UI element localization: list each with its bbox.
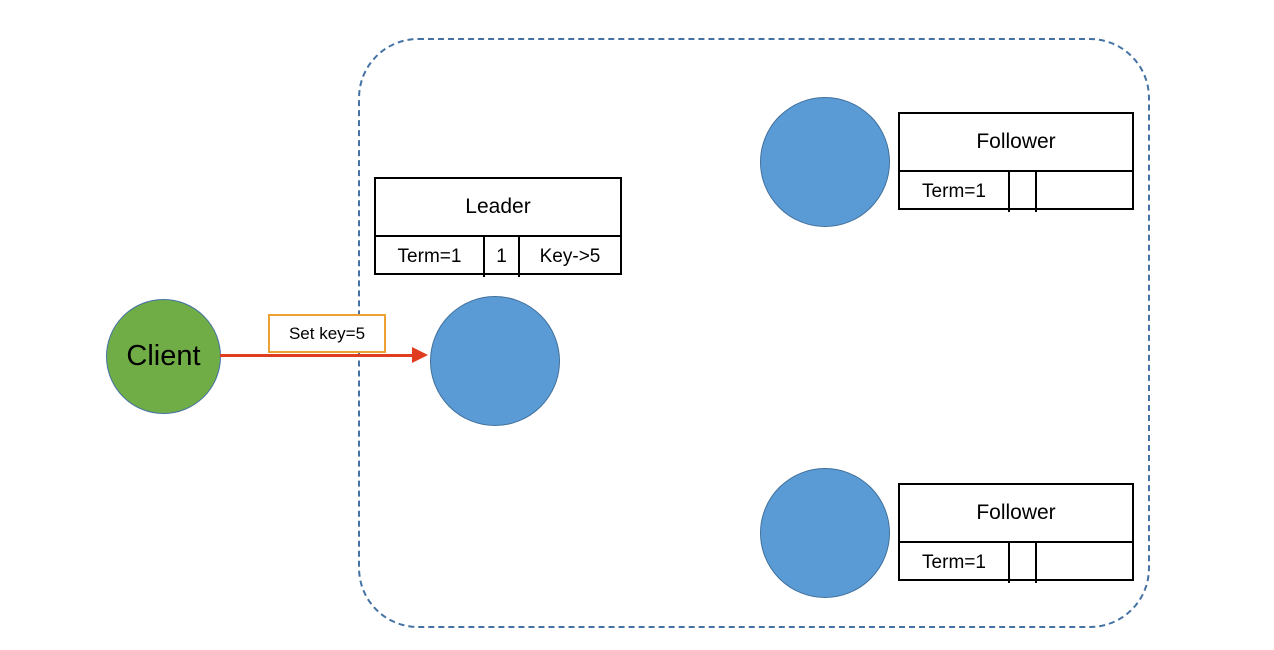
leader-table-title: Leader xyxy=(376,179,620,237)
follower-2-term-cell: Term=1 xyxy=(900,543,1010,583)
follower-1-table-row: Term=1 xyxy=(900,172,1132,212)
leader-term-cell: Term=1 xyxy=(376,237,485,277)
leader-table-row: Term=1 1 Key->5 xyxy=(376,237,620,277)
client-to-leader-arrow-head-icon xyxy=(412,347,428,363)
follower-2-table-row: Term=1 xyxy=(900,543,1132,583)
client-node-label: Client xyxy=(126,340,201,372)
follower-node-1[interactable] xyxy=(760,97,890,227)
follower-2-table-title: Follower xyxy=(900,485,1132,543)
client-to-leader-arrow-line xyxy=(220,354,416,357)
leader-log-index-cell: 1 xyxy=(485,237,520,277)
follower-state-table-2: Follower Term=1 xyxy=(898,483,1134,583)
client-node[interactable]: Client xyxy=(106,299,221,414)
leader-state-table: Leader Term=1 1 Key->5 xyxy=(374,177,622,277)
follower-2-log-index-cell xyxy=(1010,543,1037,583)
follower-node-2[interactable] xyxy=(760,468,890,598)
follower-1-log-entry-cell xyxy=(1037,172,1132,212)
leader-node[interactable] xyxy=(430,296,560,426)
follower-2-log-entry-cell xyxy=(1037,543,1132,583)
follower-state-table-1: Follower Term=1 xyxy=(898,112,1134,212)
follower-1-log-index-cell xyxy=(1010,172,1037,212)
message-label-set-key: Set key=5 xyxy=(268,314,386,353)
leader-log-entry-cell: Key->5 xyxy=(539,246,601,267)
follower-1-term-cell: Term=1 xyxy=(900,172,1010,212)
follower-1-table-title: Follower xyxy=(900,114,1132,172)
